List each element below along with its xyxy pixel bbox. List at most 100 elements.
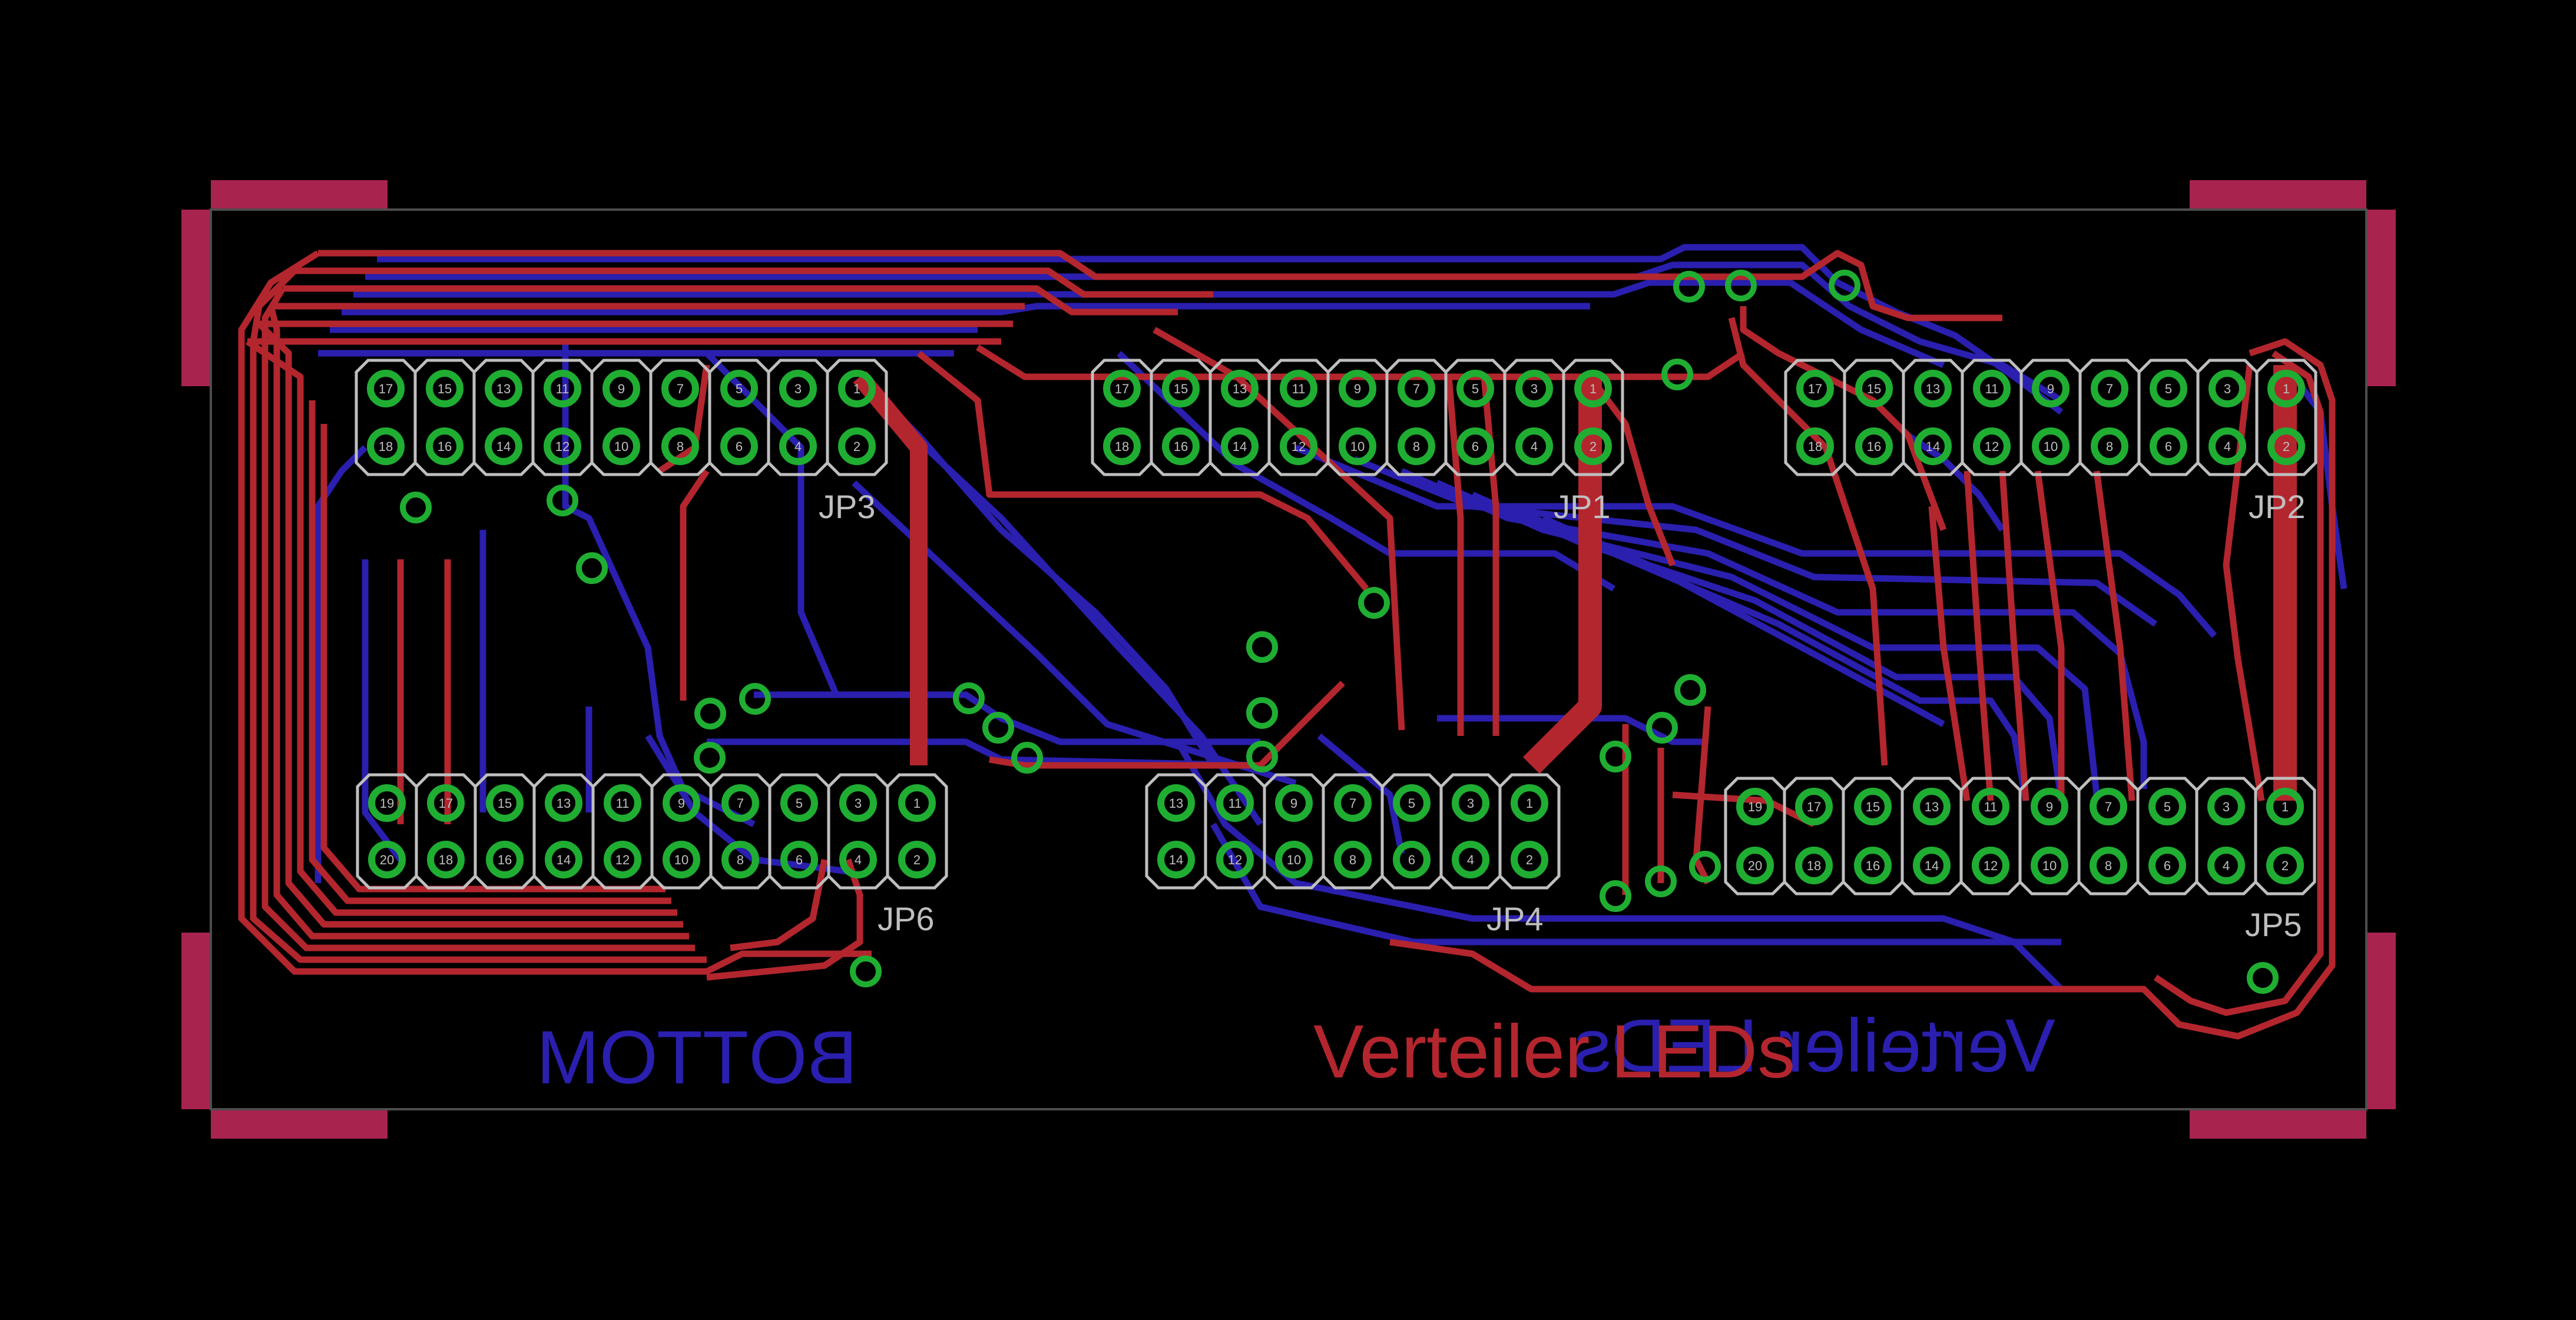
header-pad bbox=[1854, 788, 1892, 825]
header-pad bbox=[1913, 847, 1951, 884]
header-pin-number: 3 bbox=[855, 796, 862, 811]
via bbox=[1689, 851, 1721, 883]
header-pad bbox=[839, 784, 877, 822]
header-pad bbox=[1393, 841, 1431, 878]
header-pin-number: 2 bbox=[1590, 439, 1597, 454]
header-pin-number: 1 bbox=[1526, 796, 1533, 811]
header-pad bbox=[1914, 427, 1952, 465]
header-pin-number: 9 bbox=[678, 796, 685, 811]
header-pad bbox=[1339, 370, 1376, 407]
header-pad bbox=[1913, 788, 1951, 825]
header-pad bbox=[898, 841, 936, 878]
header-pad bbox=[544, 370, 581, 407]
header-pad bbox=[1574, 370, 1612, 407]
header-pin-number: 19 bbox=[380, 796, 394, 811]
header-pin-number: 1 bbox=[913, 796, 921, 811]
header-pin-outline bbox=[1091, 359, 1153, 476]
header-pin-number: 7 bbox=[677, 382, 684, 396]
header-pad bbox=[1972, 847, 2009, 884]
header-pin-number: 15 bbox=[1866, 800, 1880, 814]
header-pin-number: 8 bbox=[1413, 439, 1420, 454]
header-pad bbox=[368, 784, 406, 822]
header-pin-number: 16 bbox=[438, 439, 452, 454]
header-pin-number: 5 bbox=[2165, 382, 2172, 396]
header-pin-number: 17 bbox=[379, 382, 393, 396]
header-pad bbox=[1515, 370, 1553, 407]
header-pad bbox=[2267, 427, 2305, 465]
header-pin-number: 16 bbox=[1174, 439, 1188, 454]
header-pad bbox=[485, 427, 522, 465]
header-pad bbox=[2091, 370, 2128, 407]
jp6-designator: JP6 bbox=[878, 900, 935, 937]
bottom-layer-mirrored-title: Verteiler LEDs bbox=[1574, 1004, 2055, 1088]
header-pin-number: 1 bbox=[853, 382, 860, 396]
header-pad bbox=[545, 784, 582, 822]
header-pin-number: 4 bbox=[794, 439, 802, 454]
header-pad bbox=[426, 370, 463, 407]
header-pin-number: 15 bbox=[498, 796, 512, 811]
header-pad bbox=[367, 370, 405, 407]
header-pad bbox=[1795, 847, 1833, 884]
header-pin-number: 14 bbox=[1169, 853, 1183, 867]
header-pad bbox=[1221, 427, 1259, 465]
header-pad bbox=[602, 427, 640, 465]
header-pad bbox=[1275, 841, 1313, 878]
via bbox=[1246, 741, 1278, 772]
header-pad bbox=[661, 370, 699, 407]
header-pin-number: 4 bbox=[1531, 439, 1538, 454]
header-pad bbox=[1162, 427, 1200, 465]
via bbox=[1829, 270, 1860, 301]
header-pad bbox=[2266, 788, 2304, 825]
via bbox=[1673, 271, 1705, 303]
via bbox=[1674, 674, 1706, 706]
via bbox=[953, 682, 985, 714]
header-pin-number: 10 bbox=[674, 853, 688, 867]
header-pad bbox=[1216, 784, 1254, 822]
header-pad bbox=[1736, 788, 1774, 825]
header-pin-number: 1 bbox=[2283, 382, 2290, 396]
header-pad bbox=[1574, 427, 1612, 465]
header-pad bbox=[427, 784, 465, 822]
header-pad bbox=[1855, 427, 1893, 465]
header-pad bbox=[1280, 370, 1317, 407]
header-pad bbox=[1157, 841, 1195, 878]
header-pin-number: 5 bbox=[1408, 796, 1415, 811]
header-pin-number: 1 bbox=[1590, 382, 1597, 396]
header-pad bbox=[1452, 784, 1489, 822]
jp2-designator: JP2 bbox=[2249, 488, 2306, 525]
bottom-layer-label: BOTTOM bbox=[537, 1016, 857, 1100]
header-pad bbox=[779, 370, 817, 407]
header-pad bbox=[2266, 847, 2304, 884]
header-pin-number: 5 bbox=[1472, 382, 1479, 396]
header-pin-number: 9 bbox=[2047, 382, 2054, 396]
header-pin-number: 8 bbox=[737, 853, 744, 867]
header-pad bbox=[1103, 427, 1141, 465]
header-pad bbox=[1456, 427, 1494, 465]
header-pin-number: 14 bbox=[557, 853, 571, 867]
header-pad bbox=[2032, 370, 2070, 407]
header-pin-number: 12 bbox=[1228, 853, 1242, 867]
header-pad bbox=[2150, 370, 2187, 407]
header-pad bbox=[1456, 370, 1494, 407]
header-pad bbox=[1221, 370, 1259, 407]
header-pin-number: 4 bbox=[2223, 858, 2230, 873]
header-pad bbox=[368, 841, 406, 878]
header-pad bbox=[2032, 427, 2070, 465]
header-pad bbox=[2209, 427, 2246, 465]
via bbox=[1600, 880, 1631, 912]
header-pad bbox=[1393, 784, 1431, 822]
connector-designators: JP3 JP1 JP2 JP6 JP4 JP5 bbox=[819, 488, 2306, 943]
header-pin-number: 5 bbox=[796, 796, 803, 811]
header-pin-number: 2 bbox=[1526, 853, 1533, 867]
header-pad bbox=[2090, 788, 2127, 825]
header-pin-number: 13 bbox=[1169, 796, 1183, 811]
header-pad bbox=[1511, 784, 1548, 822]
header-pin-number: 11 bbox=[556, 382, 569, 396]
header-pin-number: 6 bbox=[1408, 853, 1415, 867]
